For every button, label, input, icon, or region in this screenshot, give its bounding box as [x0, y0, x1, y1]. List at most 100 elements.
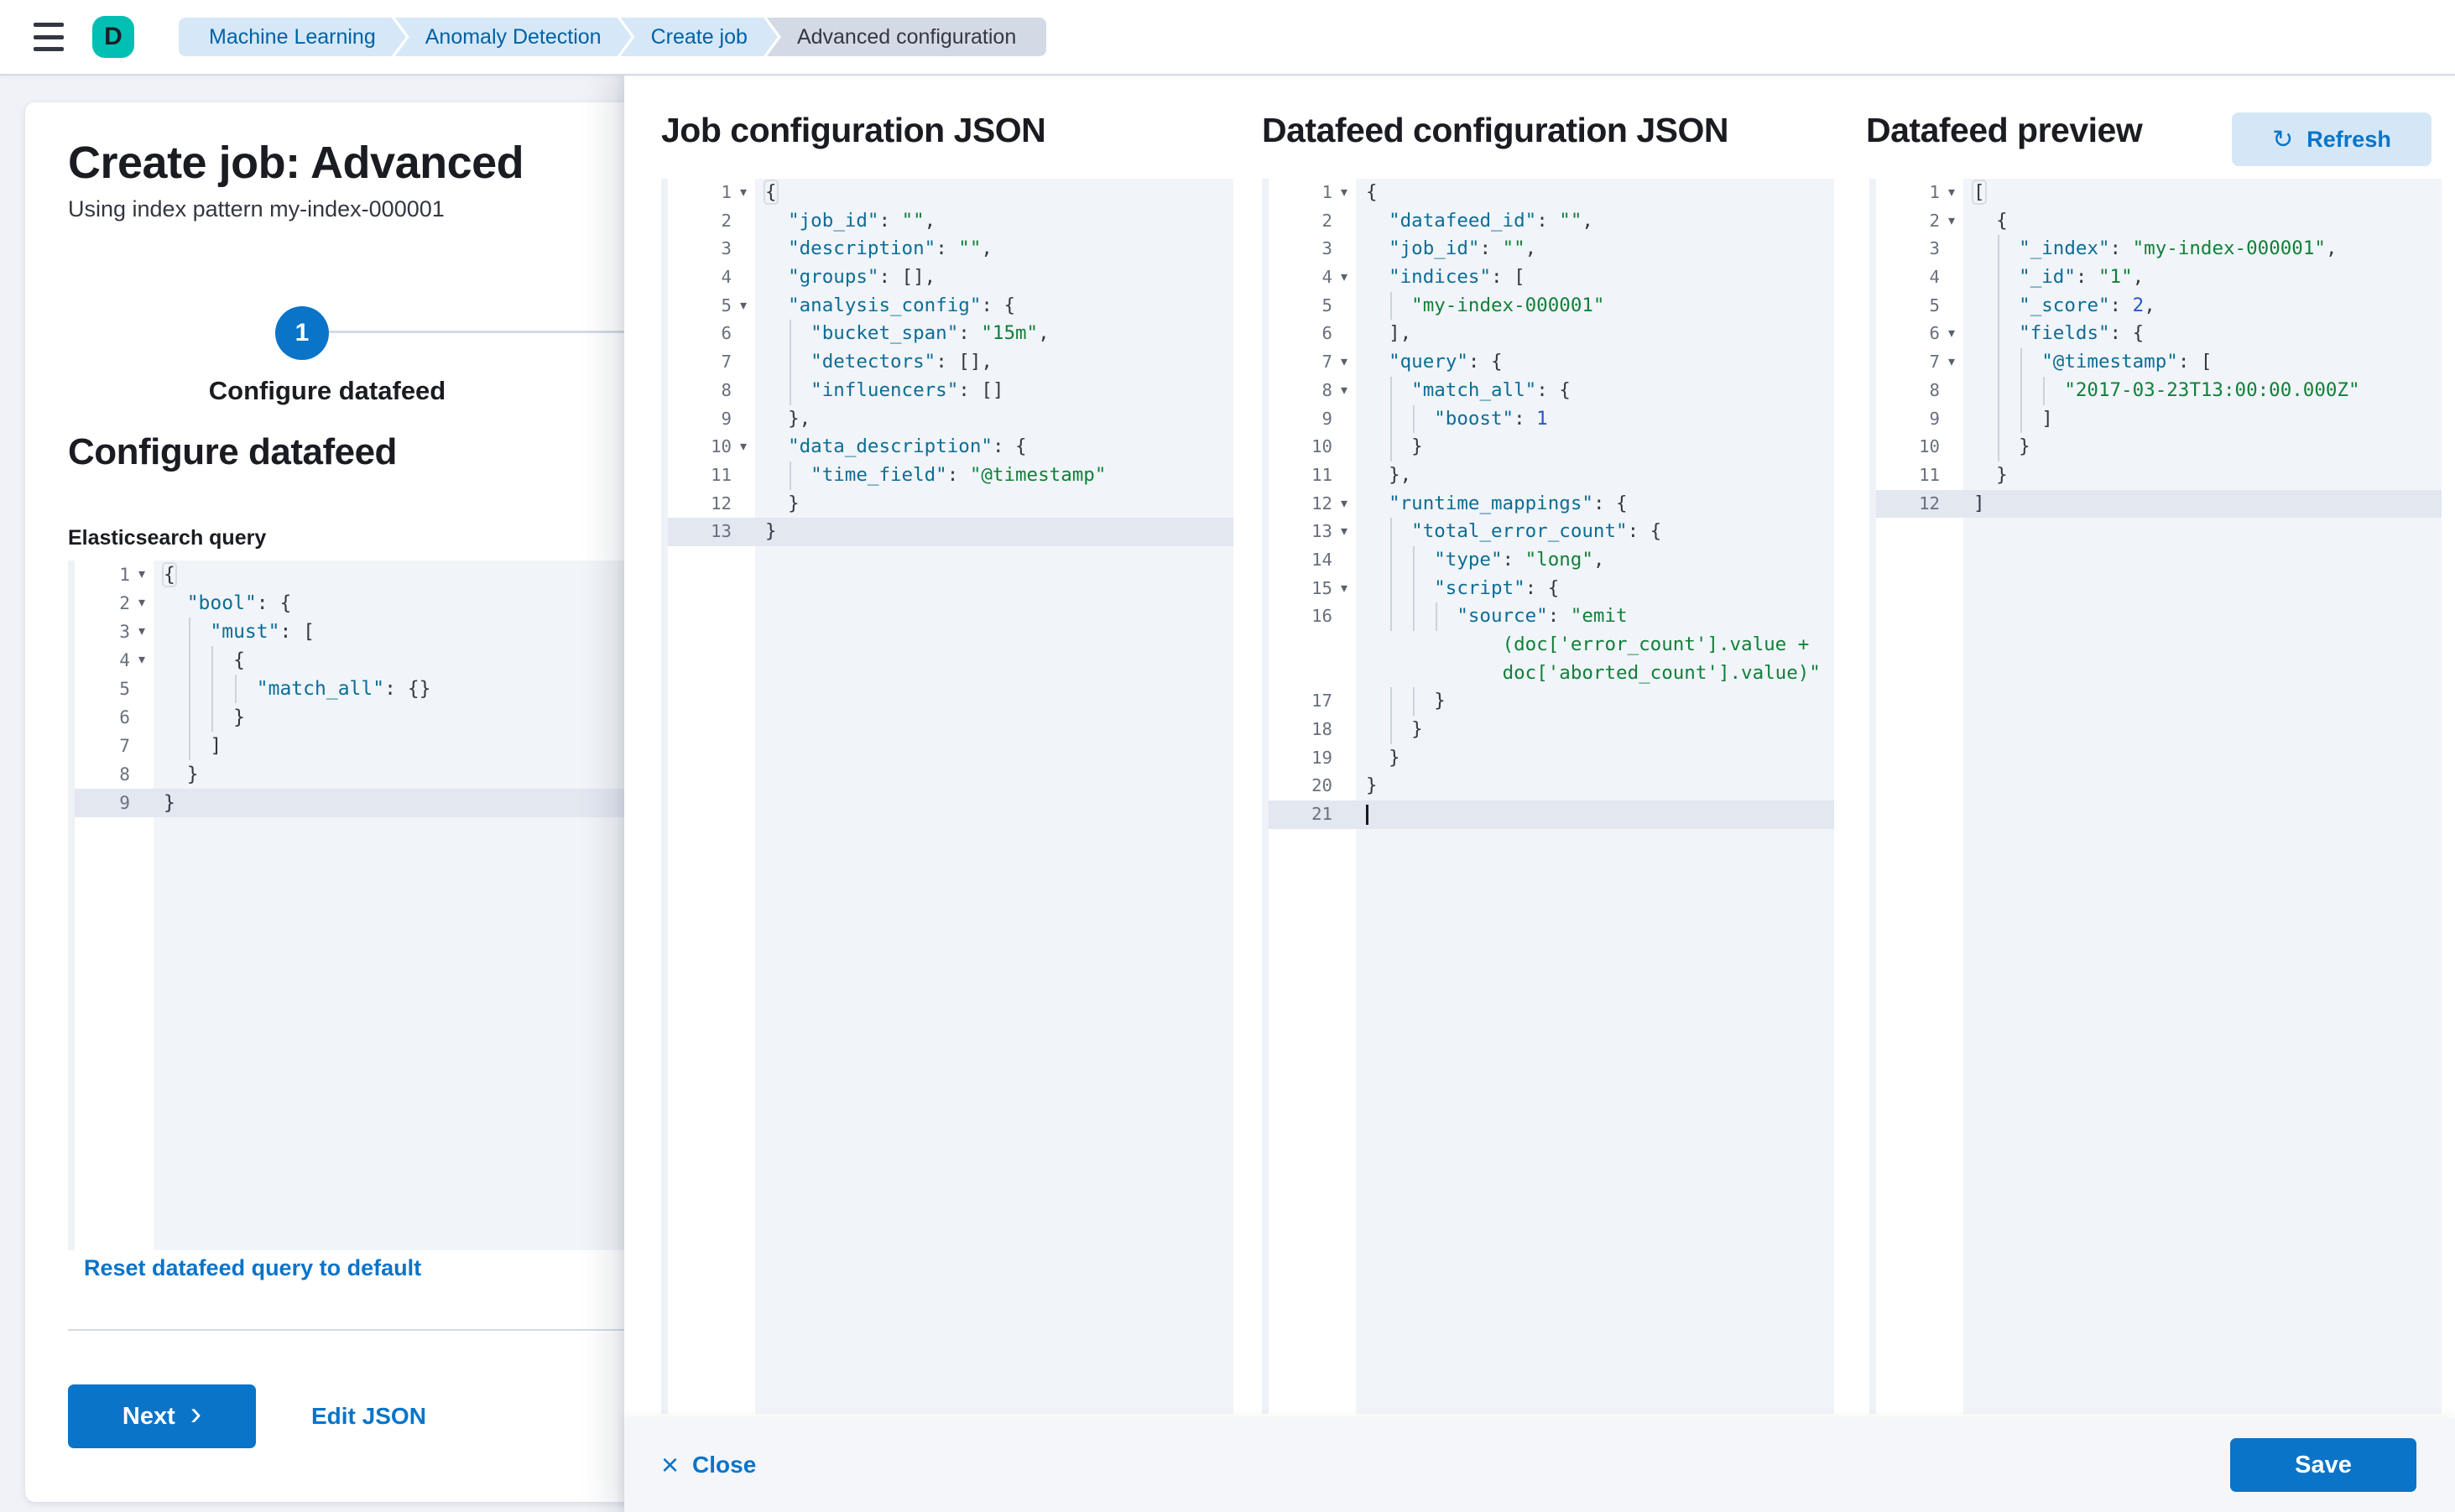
code-line: 5▾ "analysis_config": { [668, 291, 1233, 321]
code-line: 6 "bucket_span": "15m", [668, 320, 1233, 349]
code-line: 11 }, [1269, 461, 1834, 490]
code-line: 10 } [1876, 433, 2442, 461]
code-line: 12▾ "runtime_mappings": { [1269, 489, 1834, 519]
step-progress-line [329, 331, 634, 333]
code-line: 13} [668, 518, 1233, 546]
next-button-label: Next [122, 1402, 175, 1430]
code-line: 15▾ "script": { [1269, 574, 1834, 603]
es-query-label: Elasticsearch query [68, 526, 267, 550]
code-line: 18 } [1269, 716, 1834, 744]
breadcrumb-item[interactable]: Machine Learning [179, 18, 406, 56]
code-line: 8▾ "match_all": { [1269, 376, 1834, 405]
code-line-wrap: (doc['error_count'].value + [1269, 631, 1834, 660]
code-line: 1▾{ [668, 179, 1233, 207]
page-subtitle: Using index pattern my-index-000001 [68, 196, 445, 222]
editor-empty-area [75, 817, 641, 1250]
code-line: 16 "source": "emit [1269, 602, 1834, 631]
code-line: 7 "detectors": [], [668, 348, 1233, 377]
code-line-wrap: doc['aborted_count'].value)" [1269, 659, 1834, 688]
es-query-editor[interactable]: 1▾{2▾ "bool": {3▾ "must": [4▾ {5 "match_… [68, 560, 641, 1250]
code-line: 9 }, [668, 404, 1233, 434]
job-config-editor[interactable]: 1▾{2 "job_id": "",3 "description": "",4 … [661, 179, 1233, 1414]
flyout-footer: × Close Save [624, 1418, 2455, 1512]
page-title: Create job: Advanced [68, 138, 524, 188]
code-line: 8 } [75, 760, 641, 789]
code-line: 9 "boost": 1 [1269, 404, 1834, 434]
code-line: 9 ] [1876, 404, 2442, 434]
code-line: 13▾ "total_error_count": { [1269, 518, 1834, 546]
datafeed-preview-editor[interactable]: 1▾[2▾ {3 "_index": "my-index-000001",4 "… [1869, 179, 2442, 1414]
code-line: 5 "match_all": {} [75, 675, 641, 703]
code-line: 4▾ "indices": [ [1269, 263, 1834, 292]
breadcrumb-item: Advanced configuration [766, 18, 1047, 56]
code-line: 1▾{ [75, 560, 641, 589]
code-line: 2▾ { [1876, 206, 2442, 236]
code-line: 12] [1876, 489, 2442, 519]
code-line: 8 "2017-03-23T13:00:00.000Z" [1876, 376, 2442, 405]
code-line: 7▾ "query": { [1269, 348, 1834, 377]
code-line: 4▾ { [75, 646, 641, 675]
code-line: 7▾ "@timestamp": [ [1876, 348, 2442, 377]
avatar-initial: D [104, 23, 122, 50]
editor-empty-area [1876, 518, 2442, 1414]
breadcrumb-item[interactable]: Anomaly Detection [395, 18, 632, 56]
wizard-actions: Next › Edit JSON [68, 1383, 426, 1450]
code-line: 3▾ "must": [ [75, 618, 641, 646]
refresh-icon: ↻ [2272, 125, 2294, 154]
code-line: 5 "my-index-000001" [1269, 291, 1834, 321]
advanced-config-flyout: Job configuration JSON Datafeed configur… [624, 74, 2455, 1512]
code-line: 8 "influencers": [] [668, 376, 1233, 405]
code-line: 12 } [668, 489, 1233, 519]
code-line: 10 } [1269, 433, 1834, 461]
close-button[interactable]: × Close [661, 1447, 757, 1482]
code-line: 9} [75, 789, 641, 817]
create-job-panel: Create job: Advanced Using index pattern… [25, 102, 641, 1502]
code-line: 20} [1269, 772, 1834, 801]
code-line: 19 } [1269, 743, 1834, 773]
breadcrumb-item[interactable]: Create job [621, 18, 778, 56]
code-line: 17 } [1269, 687, 1834, 717]
code-line: 6 } [75, 703, 641, 732]
code-line: 11 "time_field": "@timestamp" [668, 461, 1233, 490]
code-line: 10▾ "data_description": { [668, 433, 1233, 461]
reset-query-link[interactable]: Reset datafeed query to default [84, 1255, 422, 1280]
code-line: 3 "description": "", [668, 235, 1233, 264]
code-line: 21 [1269, 800, 1834, 829]
edit-json-link[interactable]: Edit JSON [311, 1403, 426, 1429]
menu-icon[interactable] [34, 23, 64, 51]
code-line: 3 "_index": "my-index-000001", [1876, 235, 2442, 264]
code-line: 2 "datafeed_id": "", [1269, 206, 1834, 236]
space-avatar[interactable]: D [92, 16, 134, 58]
divider [68, 1329, 634, 1331]
code-line: 4 "_id": "1", [1876, 263, 2442, 292]
code-line: 5 "_score": 2, [1876, 291, 2442, 321]
step-label: Configure datafeed [208, 376, 446, 405]
section-heading: Configure datafeed [68, 431, 397, 472]
job-json-heading: Job configuration JSON [661, 111, 1046, 149]
save-button[interactable]: Save [2230, 1438, 2416, 1492]
code-line: 6 ], [1269, 320, 1834, 349]
code-line: 1▾[ [1876, 179, 2442, 207]
code-line: 3 "job_id": "", [1269, 235, 1834, 264]
code-line: 4 "groups": [], [668, 263, 1233, 292]
close-button-label: Close [692, 1452, 757, 1478]
refresh-button[interactable]: ↻ Refresh [2232, 112, 2432, 166]
datafeed-config-editor[interactable]: 1▾{2 "datafeed_id": "",3 "job_id": "",4▾… [1262, 179, 1834, 1414]
code-line: 14 "type": "long", [1269, 545, 1834, 575]
code-line: 11 } [1876, 461, 2442, 490]
step-indicator-1[interactable]: 1 [275, 306, 329, 360]
next-button[interactable]: Next › [68, 1384, 256, 1448]
code-line: 2▾ "bool": { [75, 589, 641, 618]
code-line: 6▾ "fields": { [1876, 320, 2442, 349]
refresh-button-label: Refresh [2306, 126, 2391, 152]
code-line: 7 ] [75, 732, 641, 760]
datafeed-json-heading: Datafeed configuration JSON [1262, 111, 1729, 149]
code-line: 2 "job_id": "", [668, 206, 1233, 236]
step-number: 1 [294, 319, 310, 347]
code-line: 1▾{ [1269, 179, 1834, 207]
editor-empty-area [668, 545, 1233, 1414]
editor-empty-area [1269, 828, 1834, 1414]
